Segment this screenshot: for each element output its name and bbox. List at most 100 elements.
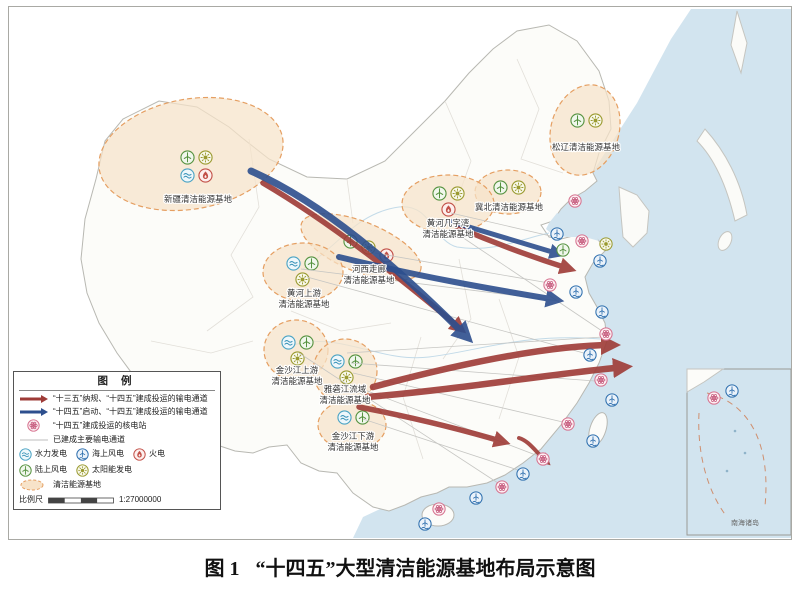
solar-icon — [198, 150, 213, 165]
scale-value: 1:27000000 — [119, 495, 162, 505]
offshore-wind-icon — [76, 447, 89, 461]
legend-item-thermal: 火电 — [133, 447, 165, 461]
nuclear-plant-icon — [543, 278, 557, 292]
base-songliao — [549, 84, 621, 176]
thermal-icon — [198, 168, 213, 183]
island-dot — [725, 469, 729, 473]
hydro-icon — [281, 335, 296, 350]
legend: 图 例 “十三五”纳规、“十四五”建成投运的输电通道 “十四五”启动、“十四五”… — [13, 371, 221, 511]
legend-item-base: 清洁能源基地 — [19, 479, 215, 491]
legend-item-corridor-135: “十三五”纳规、“十四五”建成投运的输电通道 — [19, 394, 215, 404]
offshore-wind-icon — [605, 393, 619, 407]
inset-mainland — [686, 368, 725, 393]
nuclear-plant-icon — [561, 417, 575, 431]
legend-item-existing-line: 已建成主要输电通道 — [19, 435, 215, 445]
legend-item-onshore-wind: 陆上风电 — [19, 463, 67, 477]
hydro-icon — [337, 410, 352, 425]
scale-bar — [48, 497, 114, 504]
figure-caption: 图 1 “十四五”大型清洁能源基地布局示意图 — [0, 552, 800, 581]
island-dot — [733, 429, 737, 433]
base-label-yalong-1: 雅砻江流域 — [324, 384, 367, 394]
legend-label: 海上风电 — [92, 449, 124, 459]
gray-line-icon — [20, 439, 48, 441]
solar-icon — [588, 113, 603, 128]
legend-item-corridor-145: “十四五”启动、“十四五”建成投运的输电通道 — [19, 407, 215, 417]
offshore-wind-icon — [516, 467, 530, 481]
legend-item-offshore-wind: 海上风电 — [76, 447, 124, 461]
nuclear-plant-icon — [536, 452, 550, 466]
solar-icon — [511, 180, 526, 195]
base-xinjiang — [98, 96, 284, 212]
solar-icon — [450, 186, 465, 201]
caption-title: “十四五”大型清洁能源基地布局示意图 — [255, 558, 596, 580]
caption-number: 图 1 — [204, 558, 240, 580]
inset-frame — [686, 368, 791, 536]
nuclear-plant-icon — [575, 234, 589, 248]
legend-item-hydro: 水力发电 — [19, 447, 67, 461]
base-jinsha-downstream — [317, 399, 387, 451]
thermal-icon — [441, 202, 456, 217]
korea-peninsula — [618, 186, 650, 248]
legend-item-nuclear: “十四五”建成投运的核电站 — [19, 419, 215, 432]
base-label-jiziwan-1: 黄河几字湾 — [427, 218, 470, 228]
base-label-yalong-2: 清洁能源基地 — [319, 395, 371, 405]
base-label-jinsha-up-2: 清洁能源基地 — [271, 376, 323, 386]
onshore-wind-icon — [299, 335, 314, 350]
nuclear-plant-icon — [432, 502, 446, 516]
solar-icon — [599, 237, 613, 251]
legend-generation-types: 水力发电 海上风电 火电 陆上风电 太阳能发电 — [19, 447, 215, 477]
solar-icon — [76, 463, 89, 477]
base-label-hexi-1: 河西走廊 — [352, 264, 387, 274]
legend-label: 水力发电 — [35, 449, 67, 459]
hydro-icon — [330, 354, 345, 369]
onshore-wind-icon — [304, 256, 319, 271]
thermal-icon — [133, 447, 146, 461]
base-label-songliao: 松辽清洁能源基地 — [552, 142, 621, 152]
base-label-jinsha-up-1: 金沙江上游 — [276, 365, 319, 375]
offshore-wind-icon — [595, 305, 609, 319]
south-china-sea-inset: 南海诸岛 — [686, 368, 791, 536]
onshore-wind-icon — [180, 150, 195, 165]
scale-label: 比例尺 — [19, 495, 43, 505]
base-label-jiziwan-2: 清洁能源基地 — [422, 229, 474, 239]
island-dot — [743, 451, 747, 455]
map-frame: 新疆清洁能源基地 松辽清洁能源基地 冀北清洁能源基地 黄河几字湾 清洁能源基地 … — [8, 6, 792, 540]
hydro-icon — [180, 168, 195, 183]
onshore-wind-icon — [348, 354, 363, 369]
onshore-wind-icon — [432, 186, 447, 201]
base-ellipse-icon — [20, 479, 44, 491]
legend-label: “十四五”建成投运的核电站 — [53, 420, 147, 430]
legend-label: 陆上风电 — [35, 465, 67, 475]
onshore-wind-icon — [355, 410, 370, 425]
corridors-14th-fyp-blue — [247, 167, 565, 344]
hydro-icon — [19, 447, 32, 461]
base-label-jibei: 冀北清洁能源基地 — [475, 202, 544, 212]
onshore-wind-icon — [493, 180, 508, 195]
offshore-wind-icon — [569, 285, 583, 299]
nuclear-plant-icon — [599, 327, 613, 341]
solar-icon — [295, 272, 310, 287]
solar-icon — [290, 351, 305, 366]
legend-label: 清洁能源基地 — [53, 480, 101, 490]
blue-arrow-icon — [20, 407, 48, 416]
legend-label: “十三五”纳规、“十四五”建成投运的输电通道 — [53, 394, 208, 404]
corridors-13th-fyp-red — [260, 180, 634, 466]
hydro-icon — [286, 256, 301, 271]
legend-label: 已建成主要输电通道 — [53, 434, 125, 444]
base-huanghe-jiziwan — [401, 174, 495, 234]
onshore-wind-icon — [19, 463, 32, 477]
offshore-wind-icon — [469, 491, 483, 505]
base-label-jinsha-down-2: 清洁能源基地 — [327, 442, 379, 452]
offshore-wind-icon — [583, 348, 597, 362]
nuclear-plant-icon — [594, 373, 608, 387]
base-label-hexi-2: 清洁能源基地 — [343, 275, 395, 285]
japan-islands — [696, 128, 748, 222]
onshore-wind-icon — [556, 243, 570, 257]
offshore-wind-icon — [550, 227, 564, 241]
sea — [353, 9, 791, 538]
base-label-huanghe-2: 清洁能源基地 — [278, 299, 330, 309]
legend-label: 火电 — [149, 449, 165, 459]
solar-icon — [339, 370, 354, 385]
nuclear-plant-icon — [495, 480, 509, 494]
